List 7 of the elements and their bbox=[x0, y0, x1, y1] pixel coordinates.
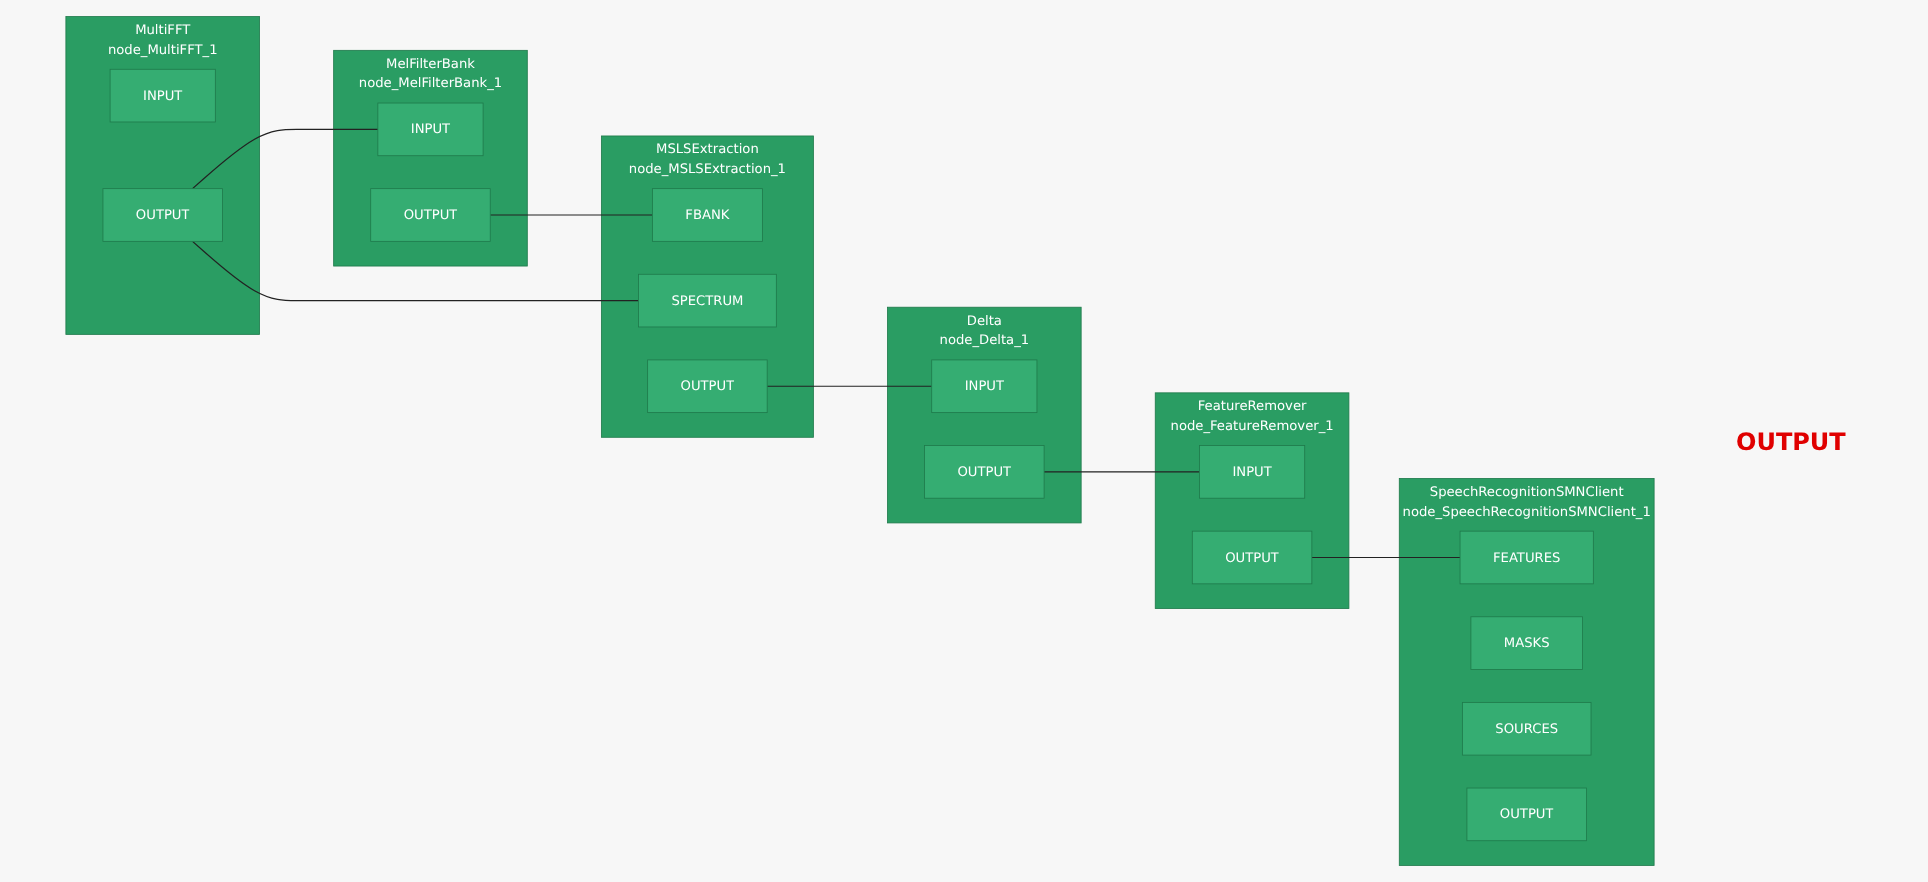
output-label: OUTPUT bbox=[1736, 427, 1848, 455]
connector bbox=[191, 128, 379, 190]
connector bbox=[766, 385, 933, 387]
connector bbox=[489, 214, 654, 216]
connector bbox=[1043, 471, 1201, 473]
connector bbox=[191, 240, 640, 302]
connector bbox=[1311, 556, 1461, 559]
